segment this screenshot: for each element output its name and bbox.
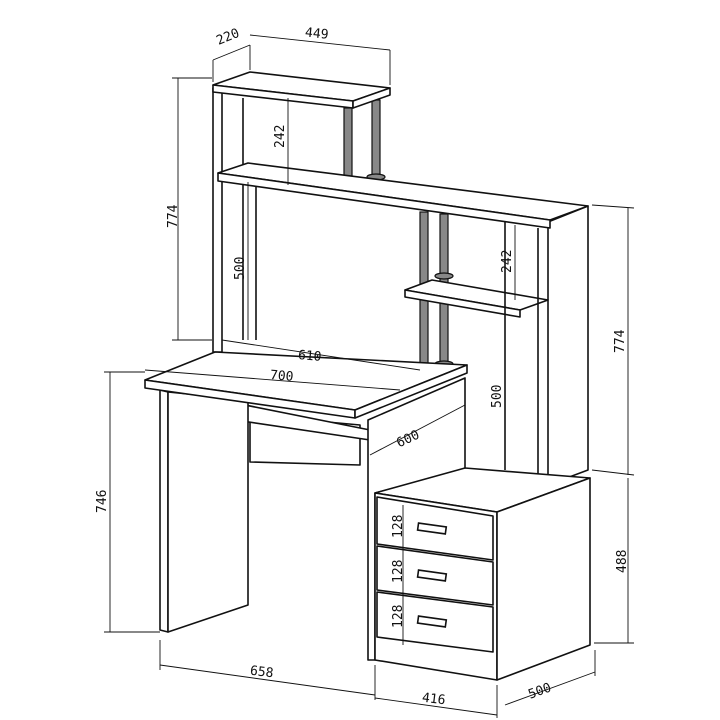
desk-left-leg (159, 389, 169, 633)
desk-top-side (354, 364, 468, 419)
dim-drawer-3: 128 (391, 605, 406, 628)
desk-leg-side (167, 391, 249, 633)
dim-upper-gap: 242 (273, 125, 288, 148)
dim-hutch-opening: 500 (233, 257, 248, 280)
dim-pedestal-height: 488 (615, 550, 630, 573)
dim-desk-width: 700 (269, 368, 294, 385)
post (343, 107, 353, 185)
pedestal-side (496, 477, 591, 681)
drawer-handle-icon[interactable] (416, 615, 448, 628)
top-shelf-side (352, 87, 391, 109)
dim-pedestal-width: 416 (421, 691, 446, 709)
dim-drawer-2: 128 (391, 560, 406, 583)
dim-front-width: 658 (249, 664, 274, 682)
middle-shelf-edge (217, 172, 551, 229)
hutch-right-panel (547, 205, 589, 486)
dim-hutch-height-right: 774 (613, 329, 628, 353)
dim-pedestal-depth: 500 (526, 680, 553, 702)
drawer-handle-icon[interactable] (416, 569, 448, 582)
dim-top-shelf-depth: 220 (214, 26, 241, 49)
side-shelf-edge (404, 289, 521, 318)
middle-shelf (217, 162, 589, 221)
dim-desk-height: 746 (95, 490, 110, 513)
drawer-handle-icon[interactable] (416, 522, 448, 535)
post-foot (434, 272, 454, 280)
dim-side-opening: 500 (490, 385, 505, 408)
dim-drawer-1: 128 (391, 515, 406, 538)
dimension-lines (104, 34, 635, 718)
dim-top-shelf-width: 449 (304, 25, 329, 42)
dim-side-shelf-gap: 242 (500, 250, 515, 273)
hutch-left-upright (212, 87, 223, 353)
dim-hutch-height-left: 774 (166, 204, 181, 228)
post (371, 99, 381, 177)
dim-hutch-inner-width: 610 (297, 348, 322, 365)
